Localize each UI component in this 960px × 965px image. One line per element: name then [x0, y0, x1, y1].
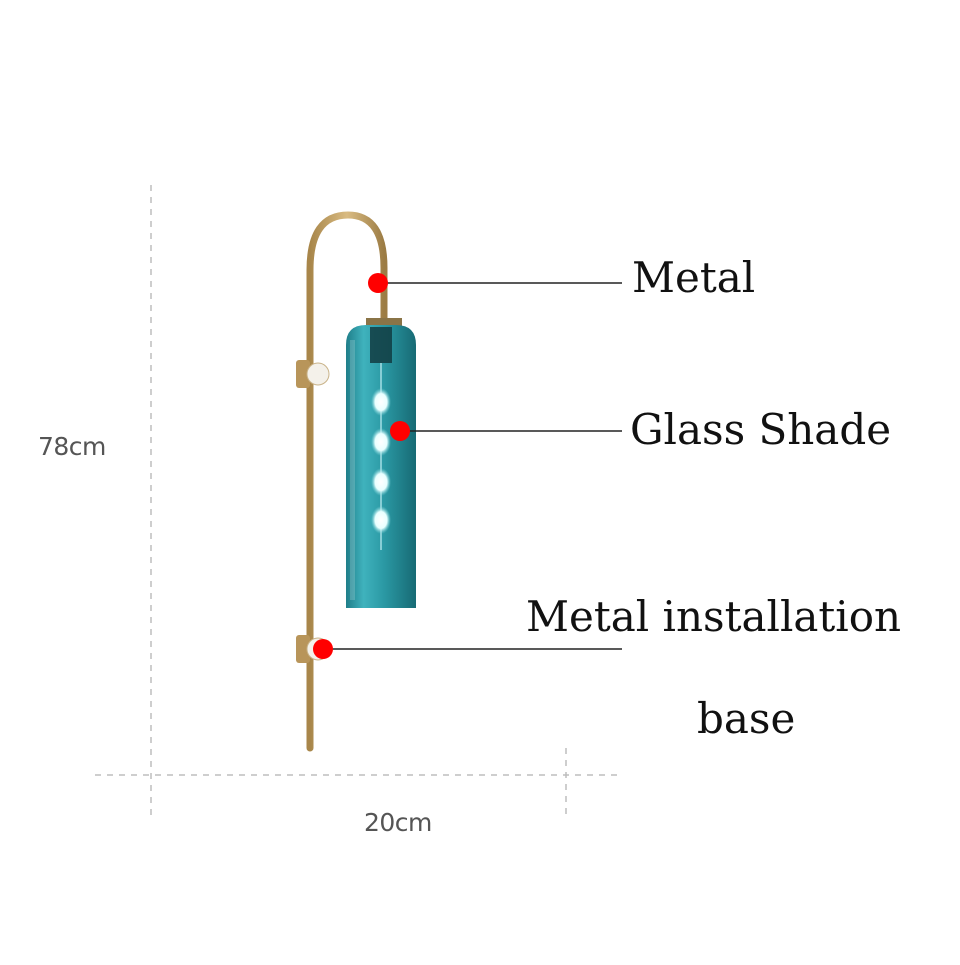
upper-wall-mount: [296, 360, 330, 388]
callout-glass-shade: Glass Shade: [630, 405, 892, 454]
metal-rod: [306, 211, 388, 752]
glass-shade: [346, 318, 416, 608]
marker-dot-glass-shade: [390, 421, 410, 441]
callout-base-line2: base: [697, 694, 796, 743]
width-dimension-label: 20cm: [364, 808, 432, 837]
callout-base-line1: Metal installation: [526, 592, 902, 641]
marker-dot-base: [313, 639, 333, 659]
height-dimension-label: 78cm: [38, 432, 106, 461]
marker-dot-metal: [368, 273, 388, 293]
led-bulbs: [371, 388, 391, 534]
callout-metal: Metal: [632, 253, 756, 302]
width-dimension-line: [95, 748, 620, 820]
